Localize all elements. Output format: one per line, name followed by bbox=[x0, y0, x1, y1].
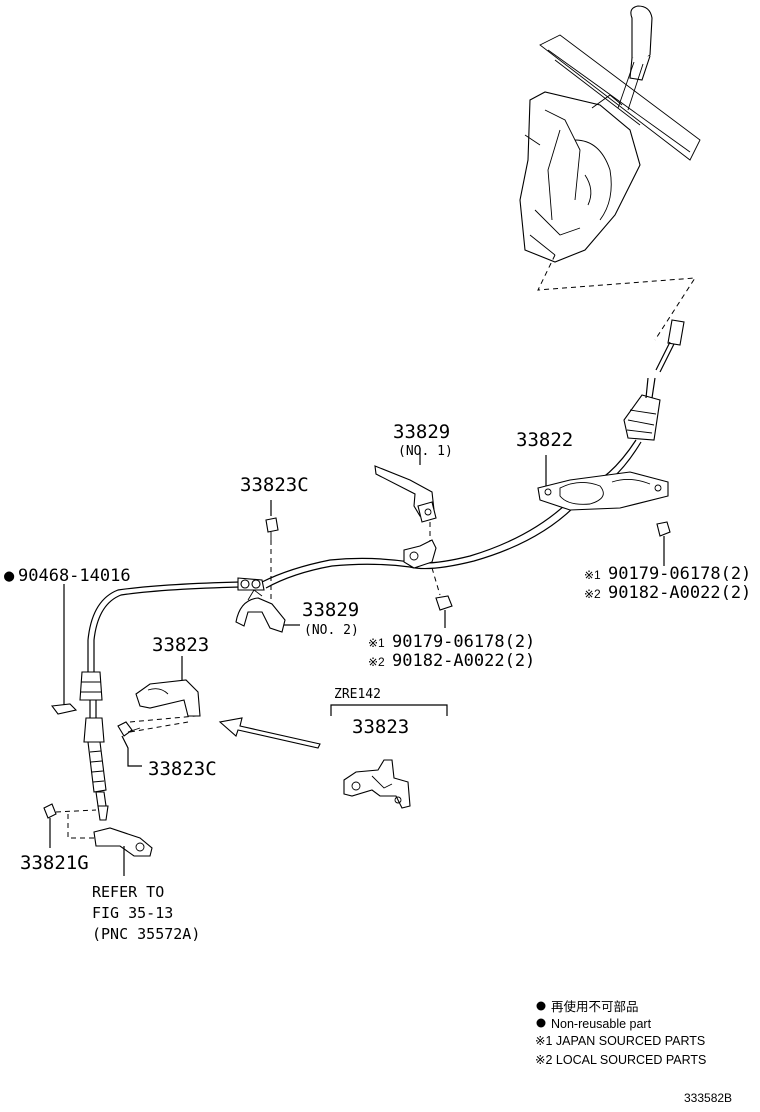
zre142-group bbox=[330, 704, 448, 809]
label-33821g: 33821G bbox=[20, 852, 89, 874]
label-33829-no2-sub: (NO. 2) bbox=[304, 623, 359, 638]
label-33829-no1-sub: (NO. 1) bbox=[398, 444, 453, 459]
label-nut-mid-2: 90182-A0022(2) bbox=[392, 651, 535, 671]
label-33822: 33822 bbox=[516, 429, 573, 451]
small-clip-90468 bbox=[50, 584, 78, 715]
nonreusable-marker: ● bbox=[4, 566, 15, 586]
direction-arrow bbox=[218, 717, 321, 749]
label-nut-mid-1: 90179-06178(2) bbox=[392, 632, 535, 652]
refer-line-3: (PNC 35572A) bbox=[92, 925, 200, 943]
refer-line-2: FIG 35-13 bbox=[92, 904, 173, 922]
label-33823-zre: 33823 bbox=[352, 716, 409, 738]
label-33823c-left: 33823C bbox=[148, 758, 217, 780]
lower-end-33821g bbox=[43, 803, 153, 876]
control-cable bbox=[79, 319, 685, 821]
clamp-33829-no1 bbox=[374, 448, 453, 628]
refer-line-1: REFER TO bbox=[92, 883, 164, 901]
label-33829-no1: 33829 bbox=[393, 421, 450, 443]
label-nut-right-1: 90179-06178(2) bbox=[608, 564, 751, 584]
mark1-mid: ※1 bbox=[368, 636, 385, 650]
legend-item-2: Non-reusable part bbox=[551, 1017, 652, 1031]
label-zre142: ZRE142 bbox=[334, 687, 381, 702]
legend-item-4: ※2 LOCAL SOURCED PARTS bbox=[535, 1053, 706, 1067]
legend-bullet-1 bbox=[536, 1001, 546, 1011]
label-33823-left: 33823 bbox=[152, 634, 209, 656]
legend-item-1: 再使用不可部品 bbox=[551, 999, 639, 1014]
legend-bullet-2 bbox=[536, 1018, 546, 1028]
mark2-mid: ※2 bbox=[368, 655, 385, 669]
legend-item-3: ※1 JAPAN SOURCED PARTS bbox=[535, 1034, 705, 1048]
mark1-right: ※1 bbox=[584, 568, 601, 582]
label-nut-right-2: 90182-A0022(2) bbox=[608, 583, 751, 603]
mark2-right: ※2 bbox=[584, 587, 601, 601]
label-33823c-top: 33823C bbox=[240, 474, 309, 496]
bracket-33823-left bbox=[117, 656, 201, 767]
label-33829-no2: 33829 bbox=[302, 599, 359, 621]
bolt-and-clamp-no2 bbox=[235, 500, 300, 633]
legend: 再使用不可部品 Non-reusable part ※1 JAPAN SOURC… bbox=[535, 999, 706, 1067]
figure-code: 333582B bbox=[684, 1091, 732, 1105]
bracket-33822 bbox=[537, 455, 671, 566]
shift-lever-assembly bbox=[519, 5, 701, 341]
label-90468: 90468-14016 bbox=[18, 566, 131, 586]
